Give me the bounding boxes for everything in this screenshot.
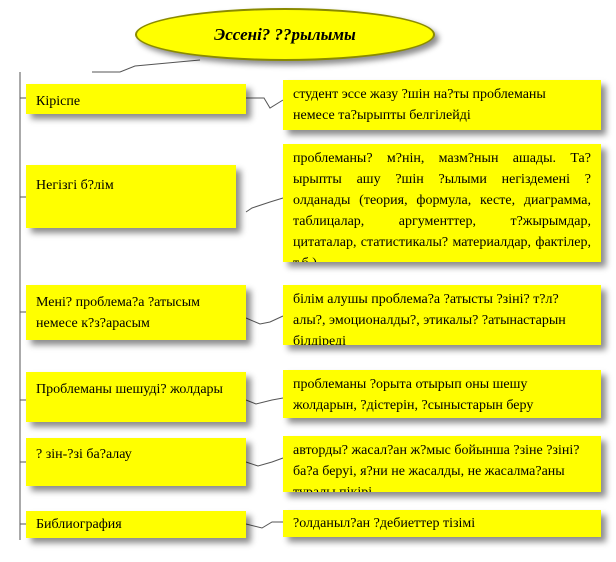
left-box-bibliography: Библиография [26,511,246,538]
left-box-intro: Кiрiспе [26,84,246,114]
right-text: проблеманы? м?нiн, мазм?нын ашады. Та?ыр… [293,151,591,262]
left-box-self-assessment: ? зiн-?зi ба?алау [26,438,246,486]
right-text: проблеманы ?орыта отырып оны шешу жолдар… [293,377,534,413]
left-label: Библиография [36,517,122,532]
right-text: авторды? жасал?ан ж?мыс бойынша ?зiне ?з… [293,443,580,492]
right-box-main: проблеманы? м?нiн, мазм?нын ашады. Та?ыр… [283,144,601,262]
left-box-solutions: Проблеманы шешудi? жолдары [26,372,246,422]
title-ellipse: Эссенi? ??рылымы [135,8,435,61]
right-box-attitude: бiлiм алушы проблема?а ?атысты ?зiнi? т?… [283,285,601,345]
left-label: Проблеманы шешудi? жолдары [36,382,223,397]
right-box-solutions: проблеманы ?орыта отырып оны шешу жолдар… [283,370,601,418]
right-text: ?олданыл?ан ?дебиеттер тiзiмi [293,516,476,531]
right-box-intro: студент эссе жазу ?шiн на?ты проблеманы … [283,80,601,130]
right-box-self-assessment: авторды? жасал?ан ж?мыс бойынша ?зiне ?з… [283,436,601,492]
left-label: ? зiн-?зi ба?алау [36,447,132,462]
left-box-attitude: Менi? проблема?а ?атысым немесе к?з?арас… [26,285,246,340]
left-box-main: Негiзгi б?лiм [26,165,236,228]
left-label: Негiзгi б?лiм [36,178,114,193]
diagram-title: Эссенi? ??рылымы [214,24,356,44]
right-text: студент эссе жазу ?шiн на?ты проблеманы … [293,87,546,123]
right-box-bibliography: ?олданыл?ан ?дебиеттер тiзiмi [283,510,601,537]
left-label: Менi? проблема?а ?атысым немесе к?з?арас… [36,295,201,331]
right-text: бiлiм алушы проблема?а ?атысты ?зiнi? т?… [293,292,566,345]
left-label: Кiрiспе [36,94,81,109]
